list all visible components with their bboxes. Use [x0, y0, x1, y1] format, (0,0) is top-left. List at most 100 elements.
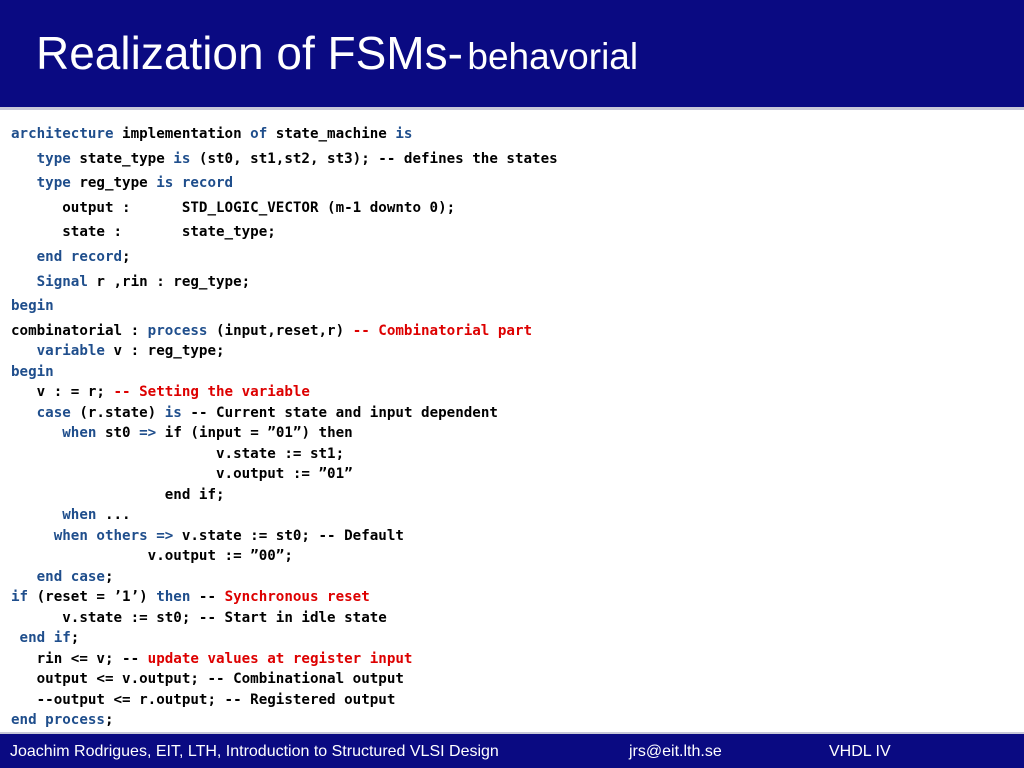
code-comment: update values at register input: [147, 650, 413, 667]
code-line: end record;: [11, 247, 131, 267]
slide-title: Realization of FSMs- behavorial: [36, 26, 638, 80]
code-line: v : = r; -- Setting the variable: [11, 382, 310, 402]
code-line: combinatorial : process (input,reset,r) …: [11, 321, 532, 341]
code-line: v.output := ”01”: [11, 464, 353, 484]
code-text: [11, 569, 37, 585]
code-text: (reset = ’1’): [28, 589, 157, 606]
code-text: [11, 175, 37, 191]
code-text: [11, 151, 37, 167]
code-text: -- Current state and input dependent: [181, 404, 498, 421]
code-text: ...: [96, 507, 131, 524]
code-keyword: type: [36, 175, 71, 192]
code-text: [11, 630, 20, 646]
code-keyword: variable: [36, 343, 105, 360]
code-text: output : STD_LOGIC_VECTOR (m-1 downto 0)…: [11, 199, 456, 216]
code-line: case (r.state) is -- Current state and i…: [11, 403, 498, 423]
code-line: when ...: [11, 505, 131, 525]
code-text: [11, 274, 37, 290]
code-line: end if;: [11, 485, 225, 505]
code-line: type reg_type is record: [11, 173, 233, 193]
code-text: ;: [122, 249, 131, 265]
code-text: r ,rin : reg_type;: [87, 273, 251, 290]
code-text: v.output := ”00”;: [11, 548, 293, 565]
code-keyword: type: [36, 150, 71, 167]
code-line: rin <= v; -- update values at register i…: [11, 649, 413, 669]
code-line: end process;: [11, 710, 114, 730]
footer-course: VHDL IV: [829, 743, 891, 760]
code-line: if (reset = ’1’) then -- Synchronous res…: [11, 587, 370, 607]
code-line: variable v : reg_type;: [11, 341, 225, 361]
code-keyword: is record: [156, 175, 234, 192]
code-keyword: begin: [11, 298, 54, 315]
code-text: [11, 507, 62, 523]
code-text: [11, 425, 62, 441]
code-keyword: architecture: [11, 126, 114, 142]
code-text: v.state := st1;: [11, 445, 345, 462]
code-text: --: [190, 589, 225, 606]
code-keyword: when others =>: [53, 527, 174, 544]
code-keyword: is: [173, 150, 191, 167]
code-text: state_type: [70, 150, 174, 167]
code-text: ;: [104, 712, 114, 729]
slide-footer: Joachim Rodrigues, EIT, LTH, Introductio…: [0, 732, 1024, 768]
code-line: output : STD_LOGIC_VECTOR (m-1 downto 0)…: [11, 198, 455, 218]
code-keyword: end if: [19, 630, 71, 647]
code-text: (st0, st1,st2, st3); -- defines the stat…: [190, 150, 558, 167]
code-text: --output <= r.output; -- Registered outp…: [11, 691, 396, 708]
code-text: output <= v.output; -- Combinational out…: [11, 671, 404, 688]
code-keyword: when: [62, 425, 97, 442]
code-text: reg_type: [70, 175, 157, 192]
code-line: begin: [11, 362, 54, 382]
code-keyword: process: [147, 322, 208, 339]
code-comment: -- Combinatorial part: [352, 322, 533, 339]
code-text: [11, 405, 37, 421]
code-line: when others => v.state := st0; -- Defaul…: [11, 526, 404, 546]
slide-title-main: Realization of FSMs-: [36, 27, 463, 79]
code-line: v.state := st1;: [11, 444, 344, 464]
code-keyword: is: [395, 126, 413, 142]
code-line: when st0 => if (input = ”01”) then: [11, 423, 353, 443]
code-line: v.output := ”00”;: [11, 546, 293, 566]
code-text: v.state := st0; -- Default: [173, 527, 404, 544]
code-line: v.state := st0; -- Start in idle state: [11, 608, 387, 628]
code-keyword: end process: [11, 712, 105, 729]
code-keyword: =>: [139, 425, 157, 442]
code-text: v.output := ”01”: [11, 466, 353, 483]
code-keyword: case: [36, 404, 71, 421]
code-text: v.state := st0; -- Start in idle state: [11, 609, 387, 626]
code-comment: -- Setting the variable: [113, 384, 310, 401]
code-text: ;: [104, 568, 114, 585]
code-keyword: when: [62, 507, 97, 524]
code-text: end if;: [11, 486, 225, 503]
code-keyword: is: [164, 404, 182, 421]
code-text: [11, 249, 37, 265]
code-comment: Synchronous reset: [224, 589, 370, 606]
code-text: if (input = ”01”) then: [156, 425, 353, 442]
slide-header: Realization of FSMs- behavorial: [0, 0, 1024, 110]
code-text: [11, 343, 37, 359]
code-text: (r.state): [70, 404, 165, 421]
code-line: type state_type is (st0, st1,st2, st3); …: [11, 149, 558, 169]
footer-email: jrs@eit.lth.se: [629, 743, 722, 760]
code-keyword: end case: [36, 568, 105, 585]
footer-author: Joachim Rodrigues, EIT, LTH, Introductio…: [10, 743, 499, 760]
code-keyword: if: [11, 589, 29, 606]
code-line: architecture implementation of state_mac…: [11, 124, 412, 144]
code-keyword: end record: [36, 249, 123, 265]
code-text: rin <= v; --: [11, 650, 148, 667]
code-line: --output <= r.output; -- Registered outp…: [11, 690, 396, 710]
code-line: output <= v.output; -- Combinational out…: [11, 669, 404, 689]
code-keyword: then: [156, 589, 191, 606]
code-text: v : reg_type;: [104, 343, 225, 360]
code-text: combinatorial :: [11, 322, 148, 339]
code-line: begin: [11, 296, 54, 316]
code-text: implementation: [113, 126, 251, 142]
code-line: end case;: [11, 567, 114, 587]
code-text: ;: [70, 630, 80, 647]
code-line: Signal r ,rin : reg_type;: [11, 272, 251, 292]
code-text: state_machine: [267, 126, 396, 142]
slide-title-sub: behavorial: [467, 36, 639, 77]
code-text: state : state_type;: [11, 224, 276, 241]
code-keyword: begin: [11, 363, 54, 380]
code-line: end if;: [11, 628, 80, 648]
